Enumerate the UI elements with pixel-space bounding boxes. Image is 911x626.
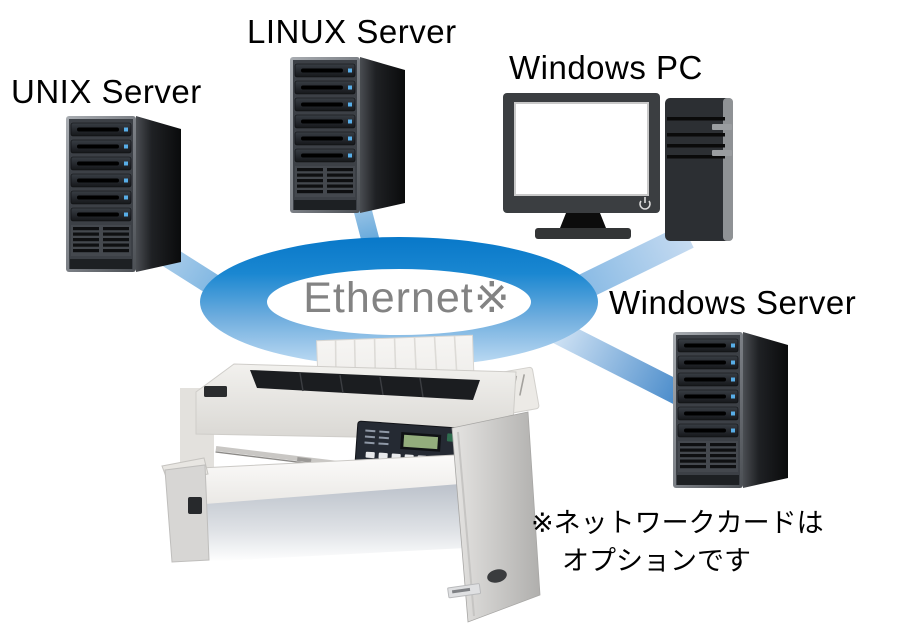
unix-server-tower-icon [65,115,182,273]
linux-server-tower-icon [289,56,406,214]
pc-drive-button [712,150,732,156]
printer-right-column [447,411,541,623]
monitor-screen [514,102,649,196]
linux-server-label: LINUX Server [247,13,457,50]
printer-brand-badge [204,386,227,397]
windows-server-tower-icon [672,331,789,489]
printer-knob-hole [487,569,507,583]
dot-matrix-printer-icon [161,334,541,623]
note-line-2: オプションです [562,546,751,577]
monitor-base [535,228,631,239]
pc-drive-button [712,124,732,130]
windows-pc-label: Windows PC [509,49,703,86]
note-line-1: ※ネットワークカードは [531,508,824,539]
pc-tower [665,98,733,241]
ethernet-ring [200,237,598,367]
printer-lcd [403,434,439,450]
monitor-neck [560,213,606,228]
windows-server-label: Windows Server [609,284,857,321]
printer-lower-body [192,484,466,562]
network-card-note: ※ネットワークカードは オプションです [531,505,824,581]
link-ethernet-to-windows-server [552,321,694,409]
ethernet-label: Ethernet※ [303,274,511,322]
desktop-pc-icon [503,93,733,241]
printer-left-foot [164,464,210,563]
power-icon [639,197,651,210]
unix-server-label: UNIX Server [11,73,202,110]
